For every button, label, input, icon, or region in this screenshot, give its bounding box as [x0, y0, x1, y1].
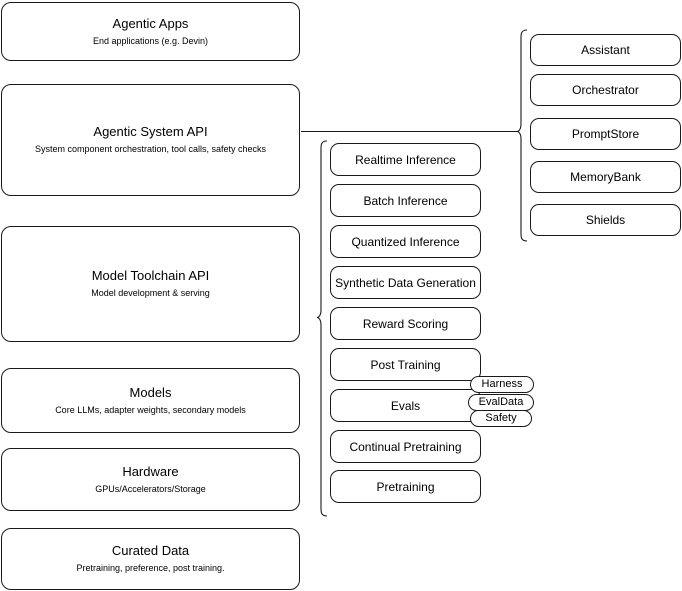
component-label: Shields — [585, 213, 626, 227]
eval-tag-label: Safety — [485, 412, 517, 424]
capability-label: Realtime Inference — [355, 152, 456, 167]
capability-label: Post Training — [370, 357, 441, 372]
capability-label: Quantized Inference — [351, 234, 460, 249]
capability-label: Reward Scoring — [362, 316, 449, 331]
eval-tag-harness[interactable]: Harness — [470, 376, 534, 393]
layer-box-agentic-apps[interactable]: Agentic Apps End applications (e.g. Devi… — [1, 2, 300, 61]
capability-label: Continual Pretraining — [349, 439, 462, 454]
component-box-memorybank[interactable]: MemoryBank — [530, 161, 681, 193]
component-box-promptstore[interactable]: PromptStore — [530, 118, 681, 150]
layer-subtitle: GPUs/Accelerators/Storage — [95, 483, 206, 494]
capability-label: Evals — [390, 398, 421, 413]
capability-label: Pretraining — [376, 479, 435, 494]
eval-tag-safety[interactable]: Safety — [470, 410, 532, 427]
layer-title: Model Toolchain API — [91, 268, 210, 283]
layer-subtitle: End applications (e.g. Devin) — [92, 35, 209, 46]
capability-box-continual-pretraining[interactable]: Continual Pretraining — [330, 430, 481, 463]
layer-box-curated-data[interactable]: Curated Data Pretraining, preference, po… — [1, 528, 300, 590]
layer-title: Hardware — [122, 463, 179, 479]
capability-box-pretraining[interactable]: Pretraining — [330, 470, 481, 503]
layer-box-agentic-system-api[interactable]: Agentic System API System component orch… — [1, 84, 300, 196]
brace-toolchain-capabilities — [316, 140, 328, 517]
layer-box-model-toolchain-api[interactable]: Model Toolchain API Model development & … — [1, 226, 300, 342]
layer-subtitle: Pretraining, preference, post training. — [76, 563, 225, 573]
capability-label: Synthetic Data Generation — [335, 275, 476, 290]
layer-title: Models — [129, 384, 172, 400]
component-label: PromptStore — [571, 127, 640, 141]
component-box-shields[interactable]: Shields — [530, 204, 681, 236]
brace-agentic-components — [516, 29, 528, 242]
eval-tag-label: EvalData — [478, 396, 524, 408]
eval-tag-label: Harness — [481, 378, 523, 390]
layer-box-models[interactable]: Models Core LLMs, adapter weights, secon… — [1, 368, 300, 433]
component-box-orchestrator[interactable]: Orchestrator — [530, 74, 681, 106]
layer-box-hardware[interactable]: Hardware GPUs/Accelerators/Storage — [1, 448, 300, 511]
capability-box-quantized-inference[interactable]: Quantized Inference — [330, 225, 481, 258]
layer-title: Curated Data — [111, 543, 190, 558]
eval-tag-evaldata[interactable]: EvalData — [468, 394, 534, 411]
layer-title: Agentic Apps — [112, 15, 189, 31]
layer-title: Agentic System API — [93, 124, 208, 139]
component-box-assistant[interactable]: Assistant — [530, 34, 681, 66]
component-label: Assistant — [581, 43, 630, 57]
capability-box-post-training[interactable]: Post Training — [330, 348, 481, 381]
component-label: MemoryBank — [570, 170, 641, 184]
capability-label: Batch Inference — [363, 193, 448, 208]
capability-box-synthetic-data-generation[interactable]: Synthetic Data Generation — [330, 266, 481, 299]
component-label: Orchestrator — [572, 83, 639, 97]
capability-box-evals[interactable]: Evals — [330, 389, 481, 422]
layer-subtitle: Model development & serving — [91, 288, 210, 298]
capability-box-reward-scoring[interactable]: Reward Scoring — [330, 307, 481, 340]
capability-box-batch-inference[interactable]: Batch Inference — [330, 184, 481, 217]
layer-subtitle: System component orchestration, tool cal… — [34, 144, 267, 154]
capability-box-realtime-inference[interactable]: Realtime Inference — [330, 143, 481, 176]
layer-subtitle: Core LLMs, adapter weights, secondary mo… — [55, 404, 246, 415]
